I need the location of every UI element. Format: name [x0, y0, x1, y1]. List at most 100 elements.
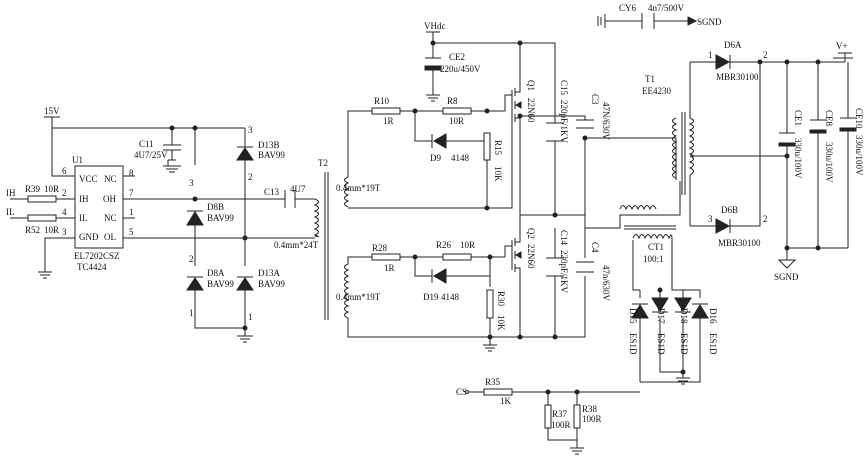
- d15-value: ES1D: [628, 333, 638, 355]
- d13b-ref: D13B: [258, 140, 280, 150]
- resistor-r35: R35 1K: [483, 377, 513, 406]
- r30-value: 10K: [496, 315, 506, 331]
- r35-ref: R35: [485, 377, 501, 387]
- d8b-value: BAV99: [207, 213, 234, 223]
- d6b-value: MBR30100: [718, 238, 761, 248]
- resistor-r37: R37 100R: [544, 404, 571, 430]
- capacitor-cy6: CY6 4n7/500V: [619, 3, 685, 29]
- cy6-value: 4n7/500V: [648, 3, 685, 13]
- capacitor-c15: C15 220pF/1KV: [546, 80, 569, 144]
- mosfet-q2: Q2 22N60: [511, 228, 536, 272]
- d6-pin: 1: [708, 50, 713, 60]
- net-vhdc: VHdc: [424, 21, 446, 31]
- diode-d17: D17 ES1D: [651, 297, 669, 355]
- resistor-r15: R15 10K: [483, 132, 503, 182]
- ic-pin-number: 6: [62, 166, 67, 176]
- diode-d6b: D6B MBR30100: [715, 205, 761, 248]
- c13-value: 4U7: [290, 184, 306, 194]
- resistor-r8: R8 10R: [442, 96, 472, 126]
- r8-value: 10R: [449, 116, 464, 126]
- capacitor-ce8: CE8 330u/100V: [809, 110, 834, 183]
- diode-d13b: D13B BAV99: [236, 140, 285, 161]
- junctions: [169, 40, 821, 395]
- r10-ref: R10: [374, 96, 390, 106]
- ce2-value: 220u/450V: [440, 64, 481, 74]
- d13b-value: BAV99: [258, 150, 285, 160]
- net-il: IL: [6, 207, 15, 217]
- ce10-value: 330u/100V: [854, 135, 864, 176]
- r26-value: 10R: [460, 240, 475, 250]
- ic-pin-label: IH: [79, 194, 89, 204]
- ce2-ref: CE2: [449, 52, 465, 62]
- d9-value: 4148: [451, 153, 470, 163]
- r37-ref: R37: [552, 409, 568, 419]
- c15-value: 220pF/1KV: [559, 100, 569, 144]
- capacitor-c14: C14 220pF/1KV: [546, 230, 569, 294]
- d13a-value: BAV99: [258, 279, 285, 289]
- resistor-r30: R30 10K: [486, 289, 506, 331]
- r35-value: 1K: [500, 396, 512, 406]
- q2-value: 22N60: [526, 244, 536, 269]
- r39-ref: R39: [25, 184, 41, 194]
- ic-pin-number: 5: [129, 227, 134, 237]
- d6a-ref: D6A: [724, 40, 742, 50]
- capacitor-ce1: CE1 330u/100V: [778, 110, 803, 179]
- d8b-ref: D8B: [207, 202, 224, 212]
- bav99-pin: 1: [248, 312, 253, 322]
- d16-ref: D16: [708, 308, 718, 324]
- ic-pin-label: OH: [103, 194, 116, 204]
- q2-ref: Q2: [526, 228, 536, 239]
- ic-pin-label: NC: [104, 213, 117, 223]
- bav99-pin: 3: [248, 125, 253, 135]
- ce1-value: 330u/100V: [793, 138, 803, 179]
- d6b-ref: D6B: [721, 205, 738, 215]
- d17-value: ES1D: [656, 333, 666, 355]
- r39-value: 10R: [44, 184, 59, 194]
- cy6-ref: CY6: [619, 3, 637, 13]
- r8-ref: R8: [447, 96, 458, 106]
- c4-ref: C4: [590, 242, 600, 253]
- d6a-value: MBR30100: [716, 72, 759, 82]
- net-ih: IH: [6, 188, 16, 198]
- d6-pin: 3: [708, 214, 713, 224]
- ic-pin-number: 3: [62, 227, 67, 237]
- ce8-value: 330u/100V: [824, 142, 834, 183]
- r38-ref: R38: [582, 404, 598, 414]
- capacitor-c4: C4 47n/630V: [576, 242, 611, 302]
- transformer-ct1: CT1 100:1: [619, 205, 676, 264]
- t2-winding-1: 0.4mm*19T: [336, 183, 381, 193]
- d16-value: ES1D: [708, 333, 718, 355]
- q1-ref: Q1: [526, 80, 536, 91]
- driver-ic-u1: U1 EL7202CSZ TC4424 VCC 6 IH 2 IL 4 GND …: [62, 155, 135, 272]
- d19-value: 4148: [441, 292, 460, 302]
- bav99-pin: 3: [189, 178, 194, 188]
- d8a-value: BAV99: [207, 279, 234, 289]
- ic-ref: U1: [72, 155, 83, 165]
- r26-ref: R26: [436, 240, 452, 250]
- mosfet-q1: Q1 22N60: [511, 75, 536, 123]
- d17-ref: D17: [656, 308, 666, 324]
- r52-value: 10R: [44, 225, 59, 235]
- ic-pin-number: 7: [129, 188, 134, 198]
- t1-ref: T1: [645, 74, 655, 84]
- ic-pin-number: 1: [129, 207, 134, 217]
- ic-pin-label: NC: [104, 174, 117, 184]
- diode-d16: D16 ES1D: [691, 303, 718, 355]
- d8a-ref: D8A: [207, 268, 225, 278]
- net-vplus: V+: [836, 41, 848, 51]
- net-cs: CS: [456, 387, 467, 397]
- resistor-r10: R10 1R: [371, 96, 401, 126]
- r10-value: 1R: [383, 116, 394, 126]
- ic-pin-label: GND: [79, 232, 99, 242]
- ic-pin-label: IL: [79, 213, 88, 223]
- resistor-r52: R52 10R: [25, 214, 59, 235]
- diode-d8a: D8A BAV99: [186, 268, 234, 291]
- ce1-ref: CE1: [793, 110, 803, 126]
- r28-ref: R28: [372, 243, 388, 253]
- t2-winding-3: 0.4mm*19T: [336, 292, 381, 302]
- diode-d13a: D13A BAV99: [236, 268, 285, 291]
- r52-ref: R52: [25, 225, 40, 235]
- ic-pin-label: VCC: [79, 174, 98, 184]
- ic-part-1: EL7202CSZ: [74, 251, 120, 261]
- c11-value: 4U7/25V: [134, 150, 168, 160]
